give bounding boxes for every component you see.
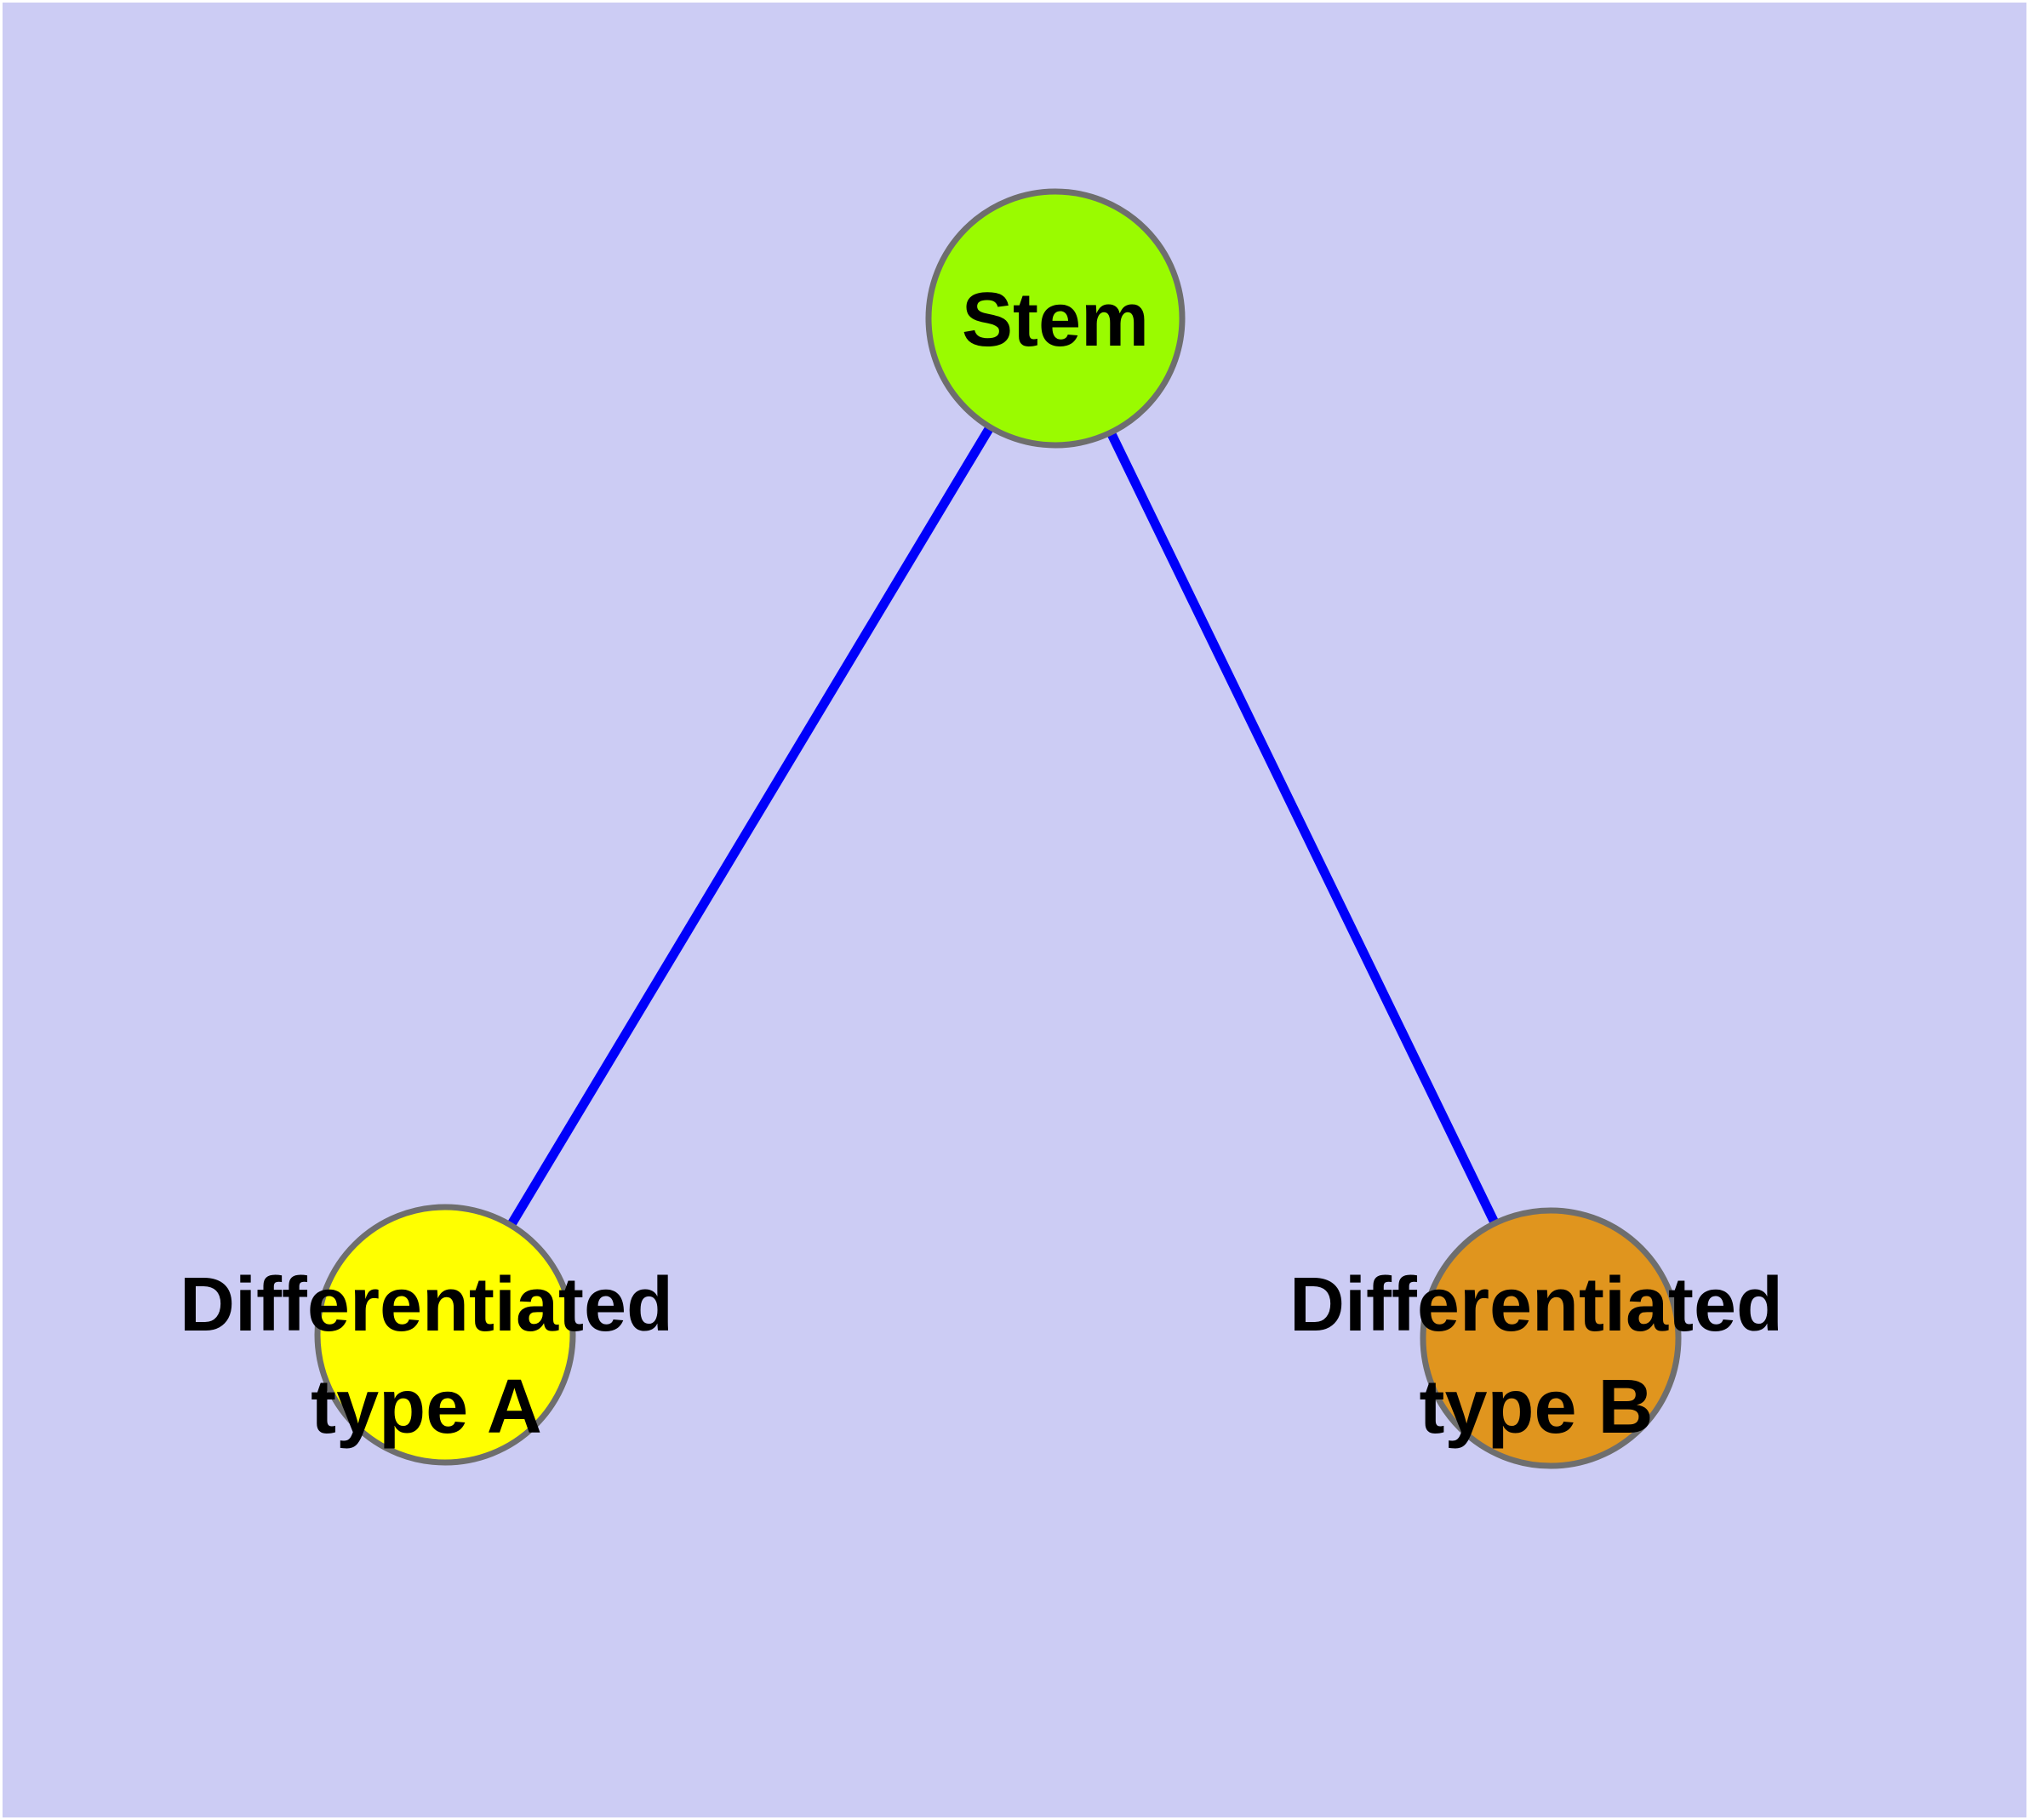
node-typeB-label-line1: Differentiated [1289, 1262, 1783, 1348]
node-stem-circle [925, 188, 1186, 449]
node-typeB-circle [1420, 1207, 1682, 1469]
edge-stem-to-typeB [1051, 316, 1555, 1341]
edge-stem-to-typeA [441, 316, 1060, 1337]
node-typeA-label-line2: type A [311, 1365, 542, 1450]
node-typeB-label-line2: type B [1419, 1365, 1653, 1450]
node-typeA-label-line1: Differentiated [180, 1262, 673, 1348]
node-typeA-circle [314, 1204, 576, 1466]
node-stem-label: Stem [962, 278, 1149, 363]
